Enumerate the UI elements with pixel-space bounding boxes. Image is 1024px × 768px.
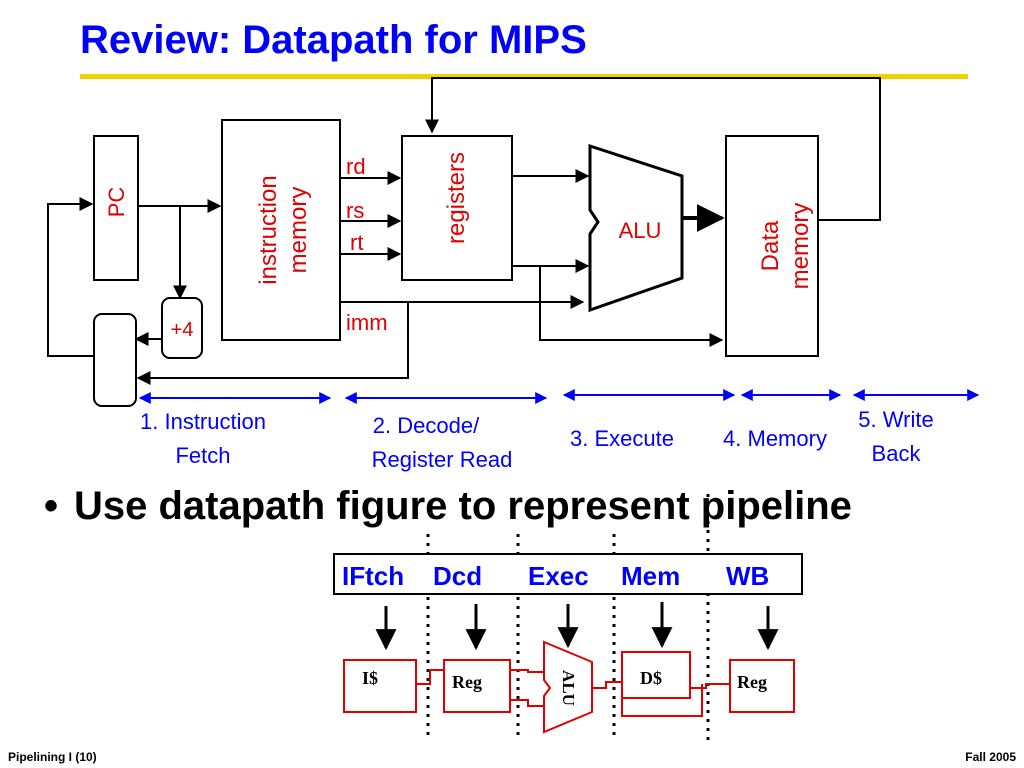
connector-dmem-to-reg: [690, 683, 730, 689]
datapath-wires: [47, 77, 881, 385]
wire-mux-to-pc: [47, 197, 96, 357]
field-rd-label: rd: [346, 154, 366, 179]
registers-label: registers: [443, 152, 470, 244]
pipeline-unit-icache: I$: [343, 659, 417, 713]
pipeline-unit-reg-write-label: Reg: [737, 672, 767, 692]
pipeline-label-iftch: IFtch: [342, 561, 404, 591]
connector-reg-to-alu: [510, 669, 544, 673]
alu-label: ALU: [619, 218, 662, 243]
pipeline-stage-dividers: [426, 494, 710, 746]
data-memory-label-1: Data: [757, 220, 784, 271]
pc-register: PC: [93, 135, 139, 281]
register-file: registers: [401, 135, 513, 281]
bullet-point: • Use datapath figure to represent pipeli…: [44, 484, 852, 529]
connector-reg-to-alu-2: [510, 699, 544, 707]
footer-right: Fall 2005: [965, 750, 1016, 764]
pipeline-unit-reg-read: Reg: [443, 659, 511, 713]
pipeline-unit-reg-write: Reg: [729, 659, 795, 713]
stage-label-writeback-1: 5. Write: [858, 407, 933, 432]
pipeline-label-wb: WB: [726, 561, 769, 591]
connector-alu-to-dmem: [592, 681, 622, 689]
slide-title: Review: Datapath for MIPS: [80, 18, 587, 62]
data-memory-label-2: memory: [787, 203, 814, 290]
data-memory: Data memory: [725, 135, 819, 357]
pipeline-connectors: [416, 669, 730, 717]
pipeline-unit-icache-label: I$: [362, 668, 378, 688]
pipeline-label-dcd: Dcd: [433, 561, 482, 591]
pipeline-label-exec: Exec: [528, 561, 589, 591]
stage-arrows: [138, 389, 980, 404]
bullet-text: Use datapath figure to represent pipelin…: [74, 484, 852, 528]
instruction-memory: instruction memory: [221, 119, 341, 341]
pipeline-unit-reg-read-label: Reg: [452, 672, 482, 692]
stage-label-memory: 4. Memory: [723, 426, 827, 451]
pc-mux: [93, 313, 137, 407]
instruction-memory-label-2: memory: [285, 187, 312, 274]
connector-icache-to-reg: [416, 669, 444, 685]
pc-label: PC: [104, 187, 129, 218]
pipeline-unit-alu-label: ALU: [559, 670, 578, 706]
plus4-adder: +4: [161, 297, 203, 359]
alu: ALU: [588, 143, 684, 313]
pipeline-label-mem: Mem: [621, 561, 680, 591]
pipeline-unit-dcache: D$: [621, 651, 691, 699]
bullet-symbol: •: [44, 484, 59, 528]
footer-left: Pipelining I (10): [8, 750, 97, 764]
stage-label-fetch-1: 1. Instruction: [140, 409, 266, 434]
pipeline-label-bar: IFtch Dcd Exec Mem WB: [333, 553, 803, 595]
field-rs-label: rs: [346, 198, 364, 223]
title-underline: [80, 74, 968, 79]
wire-imm-to-mux: [136, 302, 409, 385]
stage-label-decode-1: 2. Decode/: [373, 413, 480, 438]
connector-dmem-loop: [621, 684, 703, 717]
stage-labels: 1. Instruction Fetch 2. Decode/ Register…: [140, 407, 934, 472]
field-imm-label: imm: [346, 310, 388, 335]
stage-label-decode-2: Register Read: [372, 447, 513, 472]
stage-label-writeback-2: Back: [872, 441, 922, 466]
pipeline-down-arrows: [375, 602, 779, 651]
wire-writeback: [425, 77, 881, 221]
wire-reg-to-dmem: [539, 266, 724, 347]
instruction-memory-label-1: instruction: [255, 175, 282, 284]
stage-label-fetch-2: Fetch: [175, 443, 230, 468]
pipeline-unit-alu: ALU: [543, 640, 593, 734]
pipeline-unit-dcache-label: D$: [640, 668, 662, 688]
field-rt-label: rt: [350, 230, 363, 255]
stage-label-execute: 3. Execute: [570, 426, 674, 451]
plus4-label: +4: [171, 319, 194, 341]
